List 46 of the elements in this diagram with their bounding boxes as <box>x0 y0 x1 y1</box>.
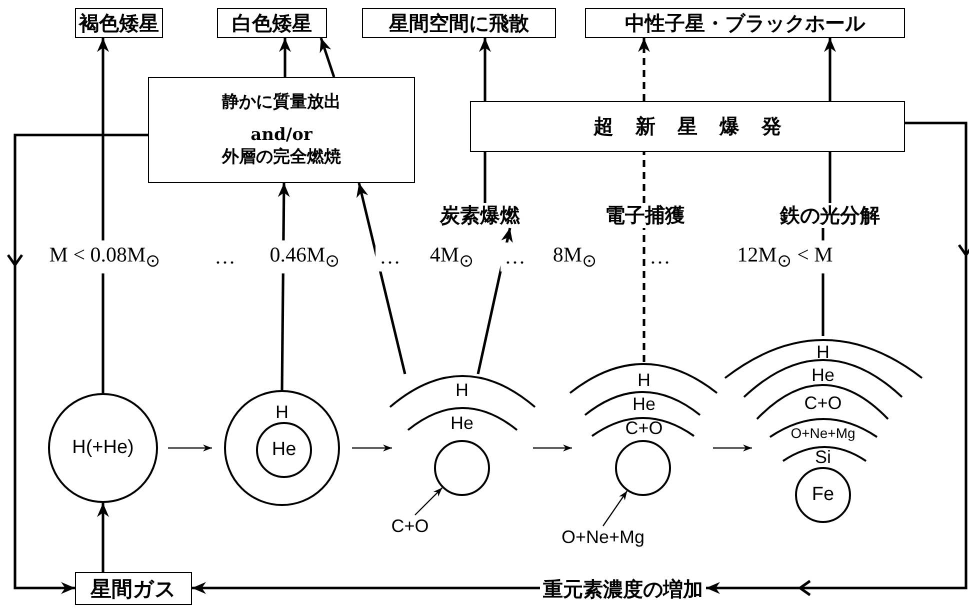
arrow <box>638 38 650 101</box>
gas-box: 星間ガス <box>75 572 192 605</box>
shell-label: C+O <box>625 419 663 437</box>
arrow <box>713 444 752 452</box>
outcome-box: 中性子星・ブラックホール <box>585 8 905 38</box>
process-box: 超新星爆発 <box>470 101 905 152</box>
shell-label: He <box>632 395 656 413</box>
process-label: 電子捕獲 <box>595 203 695 228</box>
box-text: and/or 外層の完全燃焼 <box>220 125 342 168</box>
arrow <box>352 444 392 452</box>
arrow <box>320 38 336 78</box>
leader-line <box>414 487 443 516</box>
arrow <box>279 38 291 77</box>
shell-label: H <box>456 381 468 399</box>
process-label: 重元素濃度の増加 <box>540 575 706 603</box>
arrow <box>356 182 406 374</box>
shell-label: Si <box>815 448 831 466</box>
shell-label: O+Ne+Mg <box>790 426 856 440</box>
arrow <box>479 38 491 101</box>
shell-label: H <box>816 343 830 361</box>
core-circle: Fe <box>795 467 851 523</box>
box-text: 静かに質量放出 <box>222 92 341 114</box>
composition-label: C+O <box>388 515 432 537</box>
composition-label: O+Ne+Mg <box>560 526 646 548</box>
shell-label: H <box>638 371 650 389</box>
shell-label: He <box>812 366 834 384</box>
arrow <box>533 444 572 452</box>
leader-line <box>602 490 628 526</box>
arrow <box>704 122 969 596</box>
shell-label: H <box>276 403 288 421</box>
shell-label: He <box>450 414 474 432</box>
outcome-box: 白色矮星 <box>217 8 327 38</box>
arrow <box>97 38 109 393</box>
outcome-box: 褐色矮星 <box>75 8 163 38</box>
arrow <box>168 444 212 452</box>
core-circle: He <box>256 422 312 478</box>
arrow <box>97 503 109 572</box>
shell-label: C+O <box>804 394 842 412</box>
process-box <box>148 77 415 183</box>
process-label: 鉄の光分解 <box>770 203 890 228</box>
arrow <box>192 582 540 594</box>
process-label: 炭素爆燃 <box>430 203 530 228</box>
star-circle: H(+He) <box>48 393 158 503</box>
arrow <box>6 134 150 594</box>
arrow <box>824 38 836 101</box>
outcome-box: 星間空間に飛散 <box>362 8 556 38</box>
